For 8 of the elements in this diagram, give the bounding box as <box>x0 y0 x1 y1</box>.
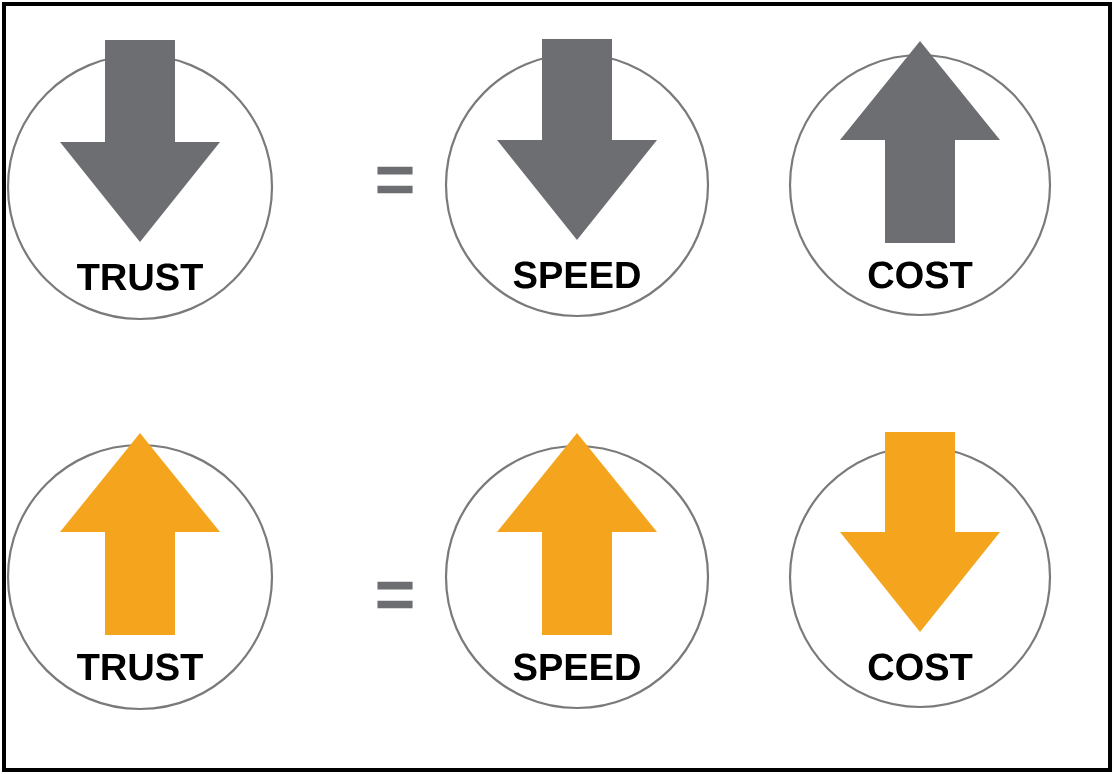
circle-node: COST <box>788 432 1052 709</box>
circle-node: COST <box>788 41 1052 317</box>
circle-node: TRUST <box>6 40 274 321</box>
equals-sign: = <box>377 581 413 609</box>
circle-node: SPEED <box>444 39 710 318</box>
equals-sign: = <box>377 166 413 194</box>
circle-node: SPEED <box>444 433 710 710</box>
circle-node: TRUST <box>6 433 274 711</box>
